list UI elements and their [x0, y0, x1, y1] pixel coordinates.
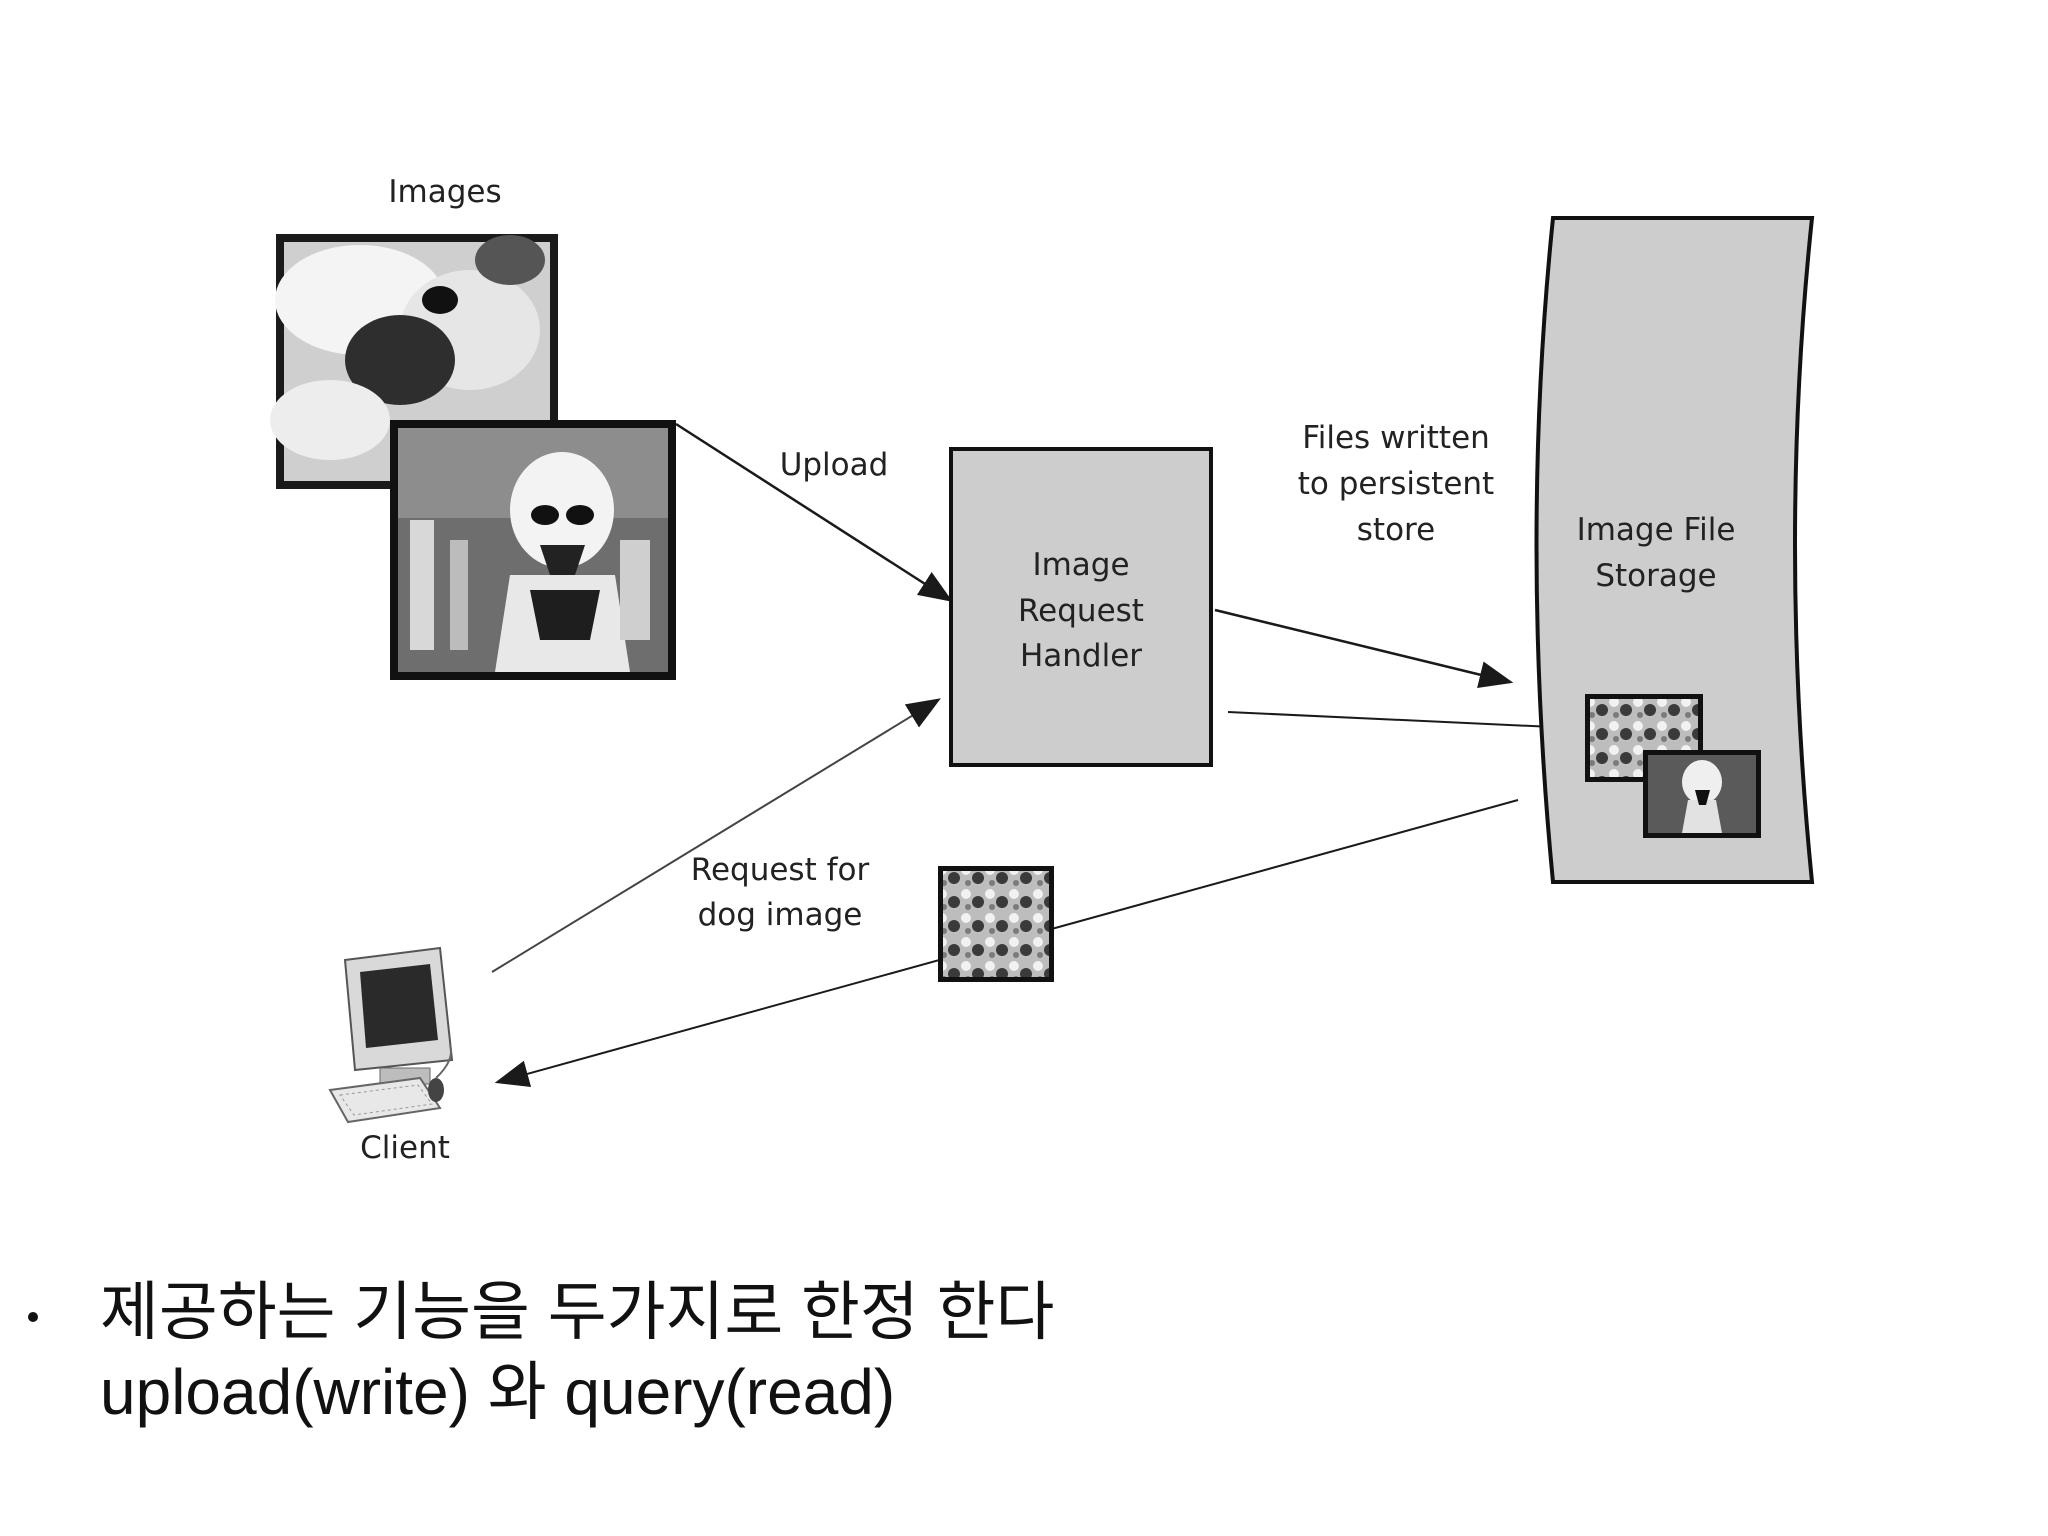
bullet-line1: 제공하는 기능을 두가지로 한정 한다 [100, 1272, 1054, 1352]
handler-label-line1: Image [1032, 547, 1129, 583]
bullet-line2: upload(write) 와 query(read) [100, 1352, 1054, 1432]
write-arrow [1215, 610, 1510, 682]
handler-label-line2: Request [1018, 593, 1144, 629]
files-written-label-line3: store [1357, 512, 1435, 548]
client-label: Client [360, 1130, 450, 1166]
files-written-label-line2: to persistent [1298, 466, 1494, 502]
storage-label-line2: Storage [1595, 558, 1716, 594]
upload-label: Upload [780, 447, 889, 483]
files-written-label-line1: Files written [1302, 420, 1490, 456]
storage-label-line1: Image File [1577, 512, 1736, 548]
handler-label-line3: Handler [1020, 638, 1142, 674]
images-label: Images [388, 174, 501, 210]
read-arrow-to-storage [1228, 712, 1575, 728]
computer-icon [330, 948, 452, 1122]
stored-stormtrooper-thumbnail [1643, 750, 1761, 838]
dog-image-response-thumbnail [938, 866, 1054, 982]
bullet-text: 제공하는 기능을 두가지로 한정 한다 upload(write) 와 quer… [100, 1272, 1054, 1432]
bullet-dot [28, 1312, 38, 1322]
request-label-line1: Request for [691, 852, 870, 888]
stormtrooper-photo-image [390, 420, 676, 680]
request-label-line2: dog image [698, 897, 863, 933]
